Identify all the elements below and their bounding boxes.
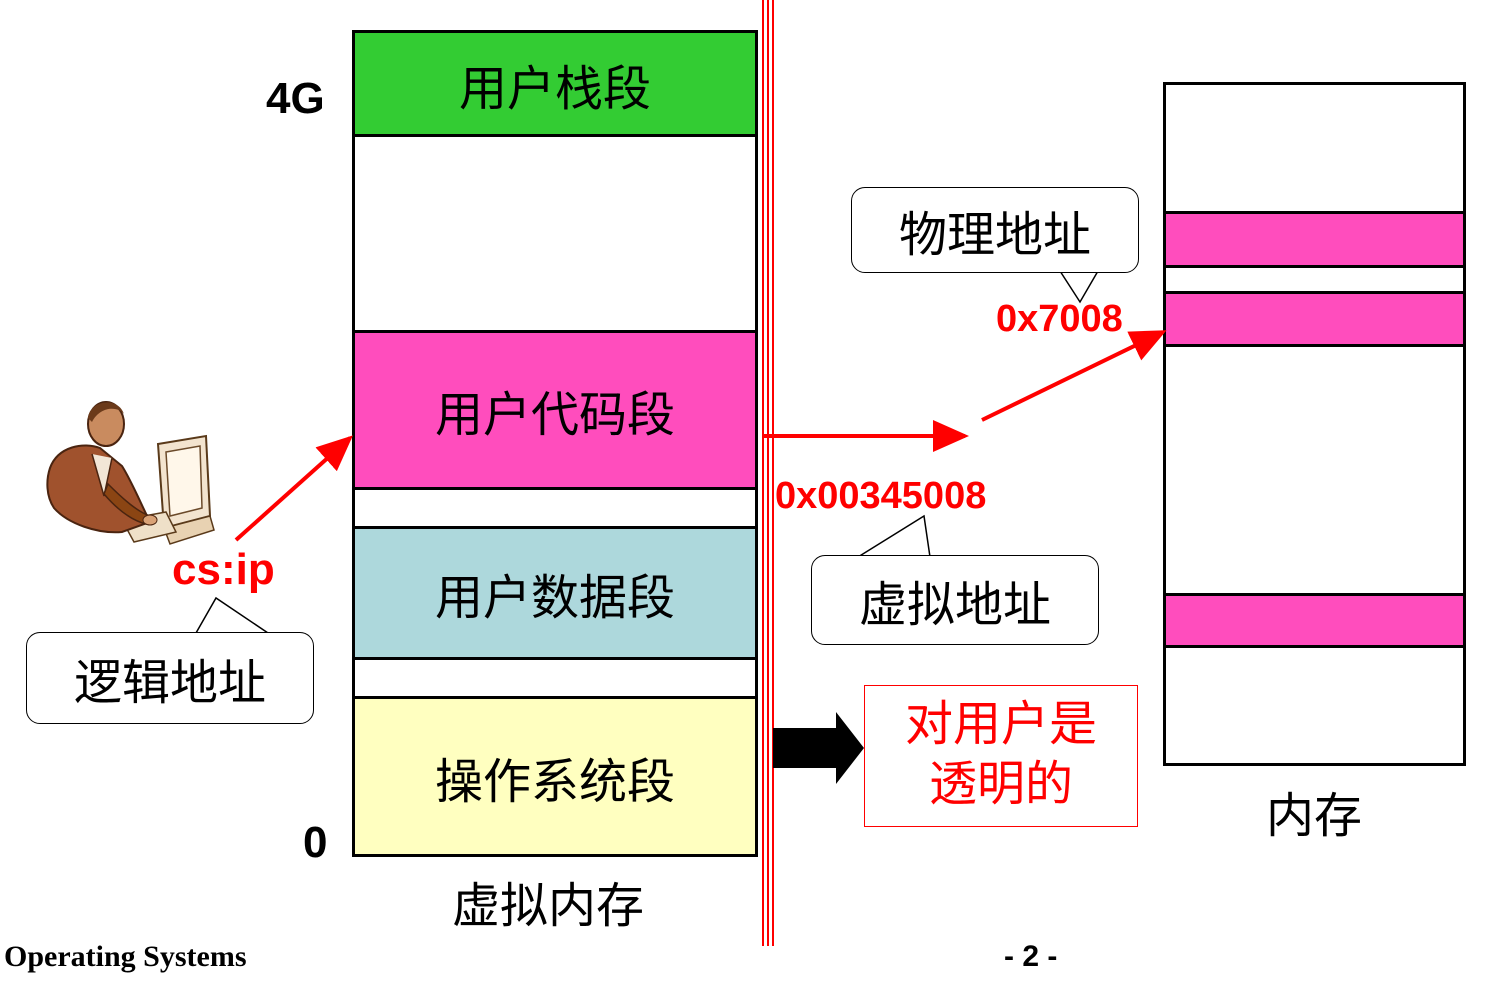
logical-address-bubble-label: 逻辑地址: [73, 655, 266, 711]
logical-address-bubble: 逻辑地址: [26, 632, 314, 724]
memory-block-3: [1163, 593, 1466, 648]
arrow-to-physical: [981, 330, 1167, 422]
physical-address-value: 0x7008: [996, 298, 1123, 340]
segment-os-label: 操作系统段: [434, 753, 675, 810]
memory-block-2: [1163, 291, 1466, 347]
footer-page-number: - 2 -: [1004, 940, 1058, 973]
segment-user-code-label: 用户代码段: [434, 387, 675, 443]
memory-caption: 内存: [1266, 788, 1363, 844]
arrow-transparent: [773, 712, 864, 784]
label-4g: 4G: [266, 74, 325, 123]
segment-user-stack: 用户栈段: [352, 30, 758, 137]
logical-bubble-tail: [195, 596, 269, 634]
footer-title: Operating Systems: [4, 940, 247, 973]
transparent-note-line-2: 透明的: [928, 756, 1073, 812]
physical-bubble-tail: [1059, 270, 1099, 304]
physical-address-bubble: 物理地址: [851, 187, 1139, 273]
virtual-address-value: 0x00345008: [775, 475, 987, 517]
memory-block-1: [1163, 211, 1466, 268]
segment-user-stack-label: 用户栈段: [458, 60, 651, 117]
virtual-address-bubble: 虚拟地址: [811, 555, 1099, 645]
virtual-memory-caption: 虚拟内存: [452, 878, 645, 934]
person-at-computer-illustration: [46, 401, 215, 545]
virtual-bubble-tail: [857, 514, 931, 558]
segment-user-code: 用户代码段: [352, 330, 758, 490]
divider-line: [762, 0, 774, 946]
arrow-logical-to-code: [234, 435, 353, 542]
label-zero: 0: [303, 818, 328, 867]
physical-address-bubble-label: 物理地址: [898, 207, 1091, 263]
transparent-note-line-1: 对用户是: [904, 696, 1097, 752]
transparent-note: 对用户是 透明的: [864, 685, 1138, 827]
segment-user-data: 用户数据段: [352, 526, 758, 660]
segment-os: 操作系统段: [352, 696, 758, 857]
memory-box: [1163, 82, 1466, 766]
segment-user-data-label: 用户数据段: [434, 570, 675, 626]
cs-ip-label: cs:ip: [172, 545, 275, 594]
virtual-address-bubble-label: 虚拟地址: [858, 577, 1051, 633]
